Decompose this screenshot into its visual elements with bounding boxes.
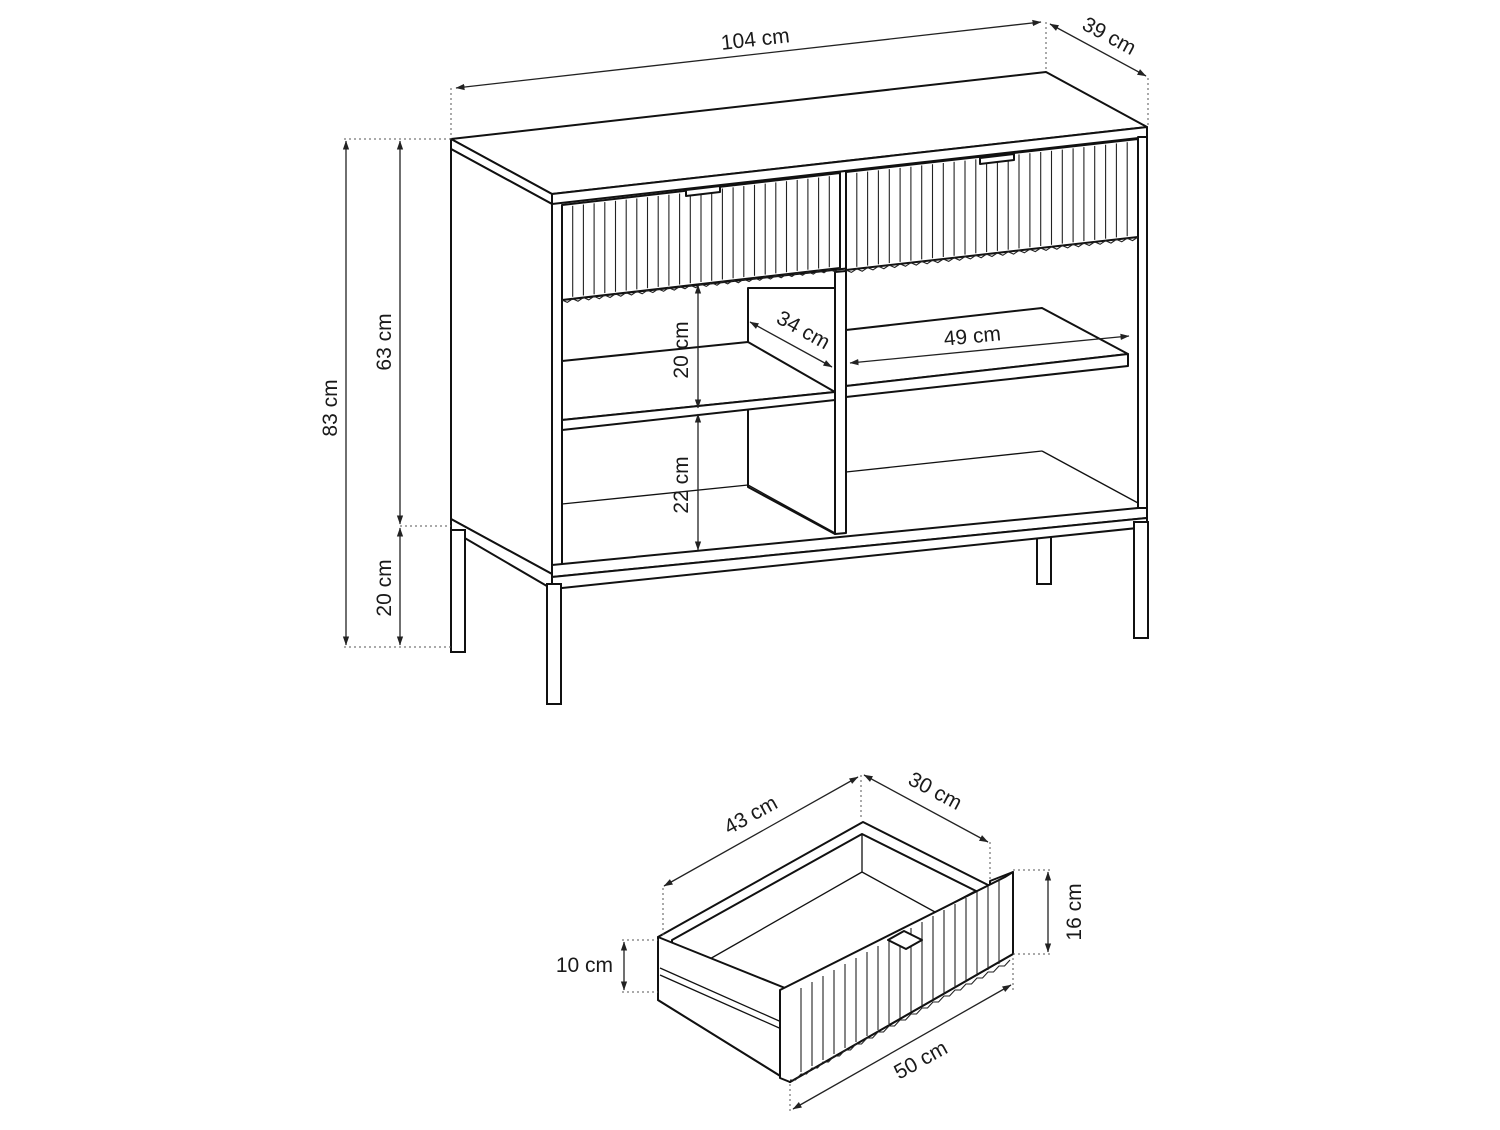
dim-width-label: 104 cm	[720, 24, 791, 55]
drawer-right-flutes	[845, 142, 1139, 274]
dim-drawer-front-width-label: 50 cm	[890, 1036, 951, 1084]
drawer-handle	[887, 930, 923, 950]
middle-divider-front	[834, 270, 847, 535]
dim-body-label: 63 cm	[373, 313, 396, 370]
drawer-right-handle	[979, 153, 1015, 165]
flute-wave	[561, 267, 841, 304]
back-leg-right	[1036, 536, 1052, 585]
dim-drawer-side-height-label: 10 cm	[556, 954, 613, 977]
dim-height-label: 83 cm	[319, 379, 342, 436]
front-leg-middle	[546, 583, 562, 705]
drawer-left-flutes	[561, 176, 841, 304]
dim-drawer-length-label: 43 cm	[720, 791, 781, 839]
drawer-detail	[657, 821, 1014, 1083]
front-leg-right	[1133, 521, 1149, 639]
dim-line-depth	[1049, 23, 1147, 77]
drawer-left-handle	[685, 185, 721, 197]
dim-line-drawer-length	[663, 776, 859, 887]
dim-lower-gap-label: 22 cm	[670, 456, 693, 513]
dim-line-drawer-depth	[863, 774, 989, 843]
dim-shelf-width-label: 49 cm	[943, 322, 1002, 350]
right-side-panel	[1137, 136, 1148, 510]
dim-line-width	[455, 19, 1042, 91]
front-leg-left	[450, 529, 466, 653]
dim-depth-label: 39 cm	[1078, 13, 1139, 60]
left-side-panel	[450, 148, 553, 575]
dim-legs-label: 20 cm	[373, 559, 396, 616]
dim-drawer-front-height-label: 16 cm	[1063, 883, 1086, 940]
flute-wave	[845, 236, 1139, 274]
sideboard-cabinet	[450, 71, 1149, 705]
dim-drawer-depth-label: 30 cm	[904, 768, 965, 815]
dim-line-drawer-front-width	[792, 984, 1012, 1110]
dim-line-shelf-width	[849, 333, 1130, 366]
dim-line-shelf-depth	[749, 321, 833, 368]
left-shelf-edge	[561, 391, 836, 431]
dim-shelf-gap-label: 20 cm	[670, 321, 693, 378]
